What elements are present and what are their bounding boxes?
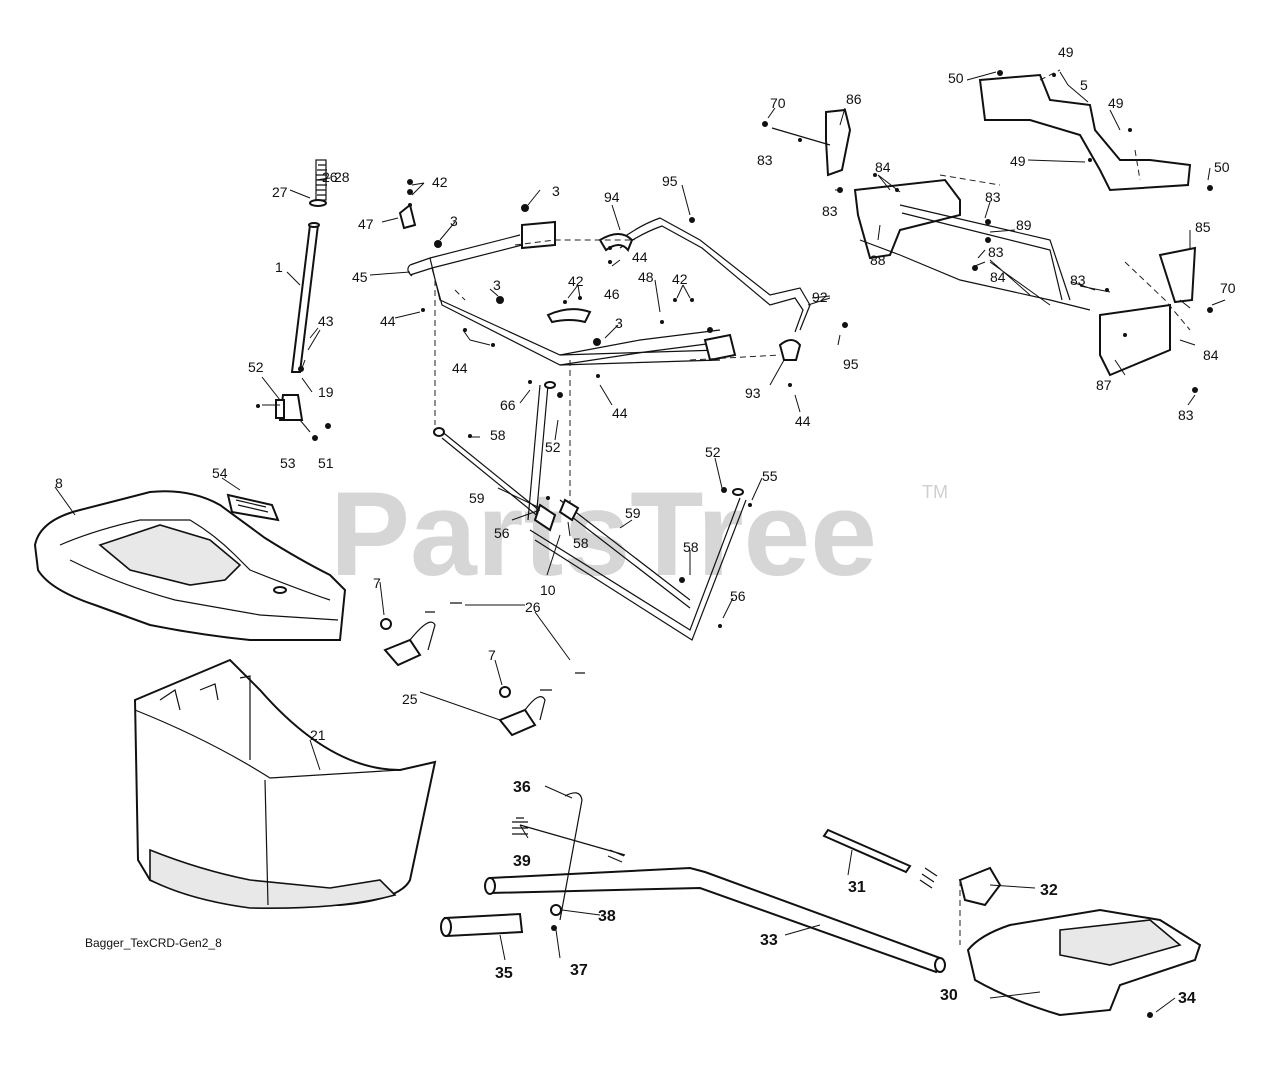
callout-39: 39 [513,853,531,870]
callout-44: 44 [452,360,468,376]
callout-54: 54 [212,465,228,481]
callout-70: 70 [770,95,786,111]
callout-83: 83 [985,189,1001,205]
leader-lines [54,71,1226,1013]
callout-92: 92 [812,289,828,305]
callout-36: 36 [513,779,531,796]
bag-body [133,658,437,910]
callout-26: 26 [525,599,541,615]
callout-47: 47 [358,216,374,232]
bag-lid [33,490,347,641]
callout-56: 56 [730,588,746,604]
callout-58: 58 [490,427,506,443]
callout-49: 49 [1108,95,1124,111]
bagger-frame [398,203,811,520]
callout-84: 84 [990,269,1006,285]
lift-handle-assembly [440,792,1202,1018]
callout-3: 3 [450,213,458,229]
callout-59: 59 [469,490,485,506]
callout-44: 44 [380,313,396,329]
callout-33: 33 [760,932,778,949]
callout-44: 44 [632,249,648,265]
diagram-caption: Bagger_TexCRD-Gen2_8 [85,936,222,950]
callout-93: 93 [745,385,761,401]
callout-8: 8 [55,475,63,491]
callout-55: 55 [762,468,778,484]
callout-43: 43 [318,313,334,329]
callout-50: 50 [948,70,964,86]
callout-3: 3 [615,315,623,331]
callout-51: 51 [318,455,334,471]
callout-7: 7 [373,575,381,591]
callout-52: 52 [248,359,264,375]
callout-7: 7 [488,647,496,663]
callout-3: 3 [493,277,501,293]
callout-44: 44 [612,405,628,421]
callout-45: 45 [352,269,368,285]
callout-34: 34 [1178,990,1196,1007]
callout-84: 84 [1203,347,1219,363]
mount-brackets [762,69,1213,393]
callout-44: 44 [795,413,811,429]
watermark-trademark: TM [922,482,948,502]
callout-59: 59 [625,505,641,521]
callout-66: 66 [500,397,516,413]
callout-31: 31 [848,879,866,896]
callout-83: 83 [822,203,838,219]
callout-28: 26 [322,169,338,185]
callout-83: 83 [757,152,773,168]
callout-28: 28 [334,169,350,185]
callout-83: 83 [1178,407,1194,423]
callout-86: 86 [846,91,862,107]
callout-95: 95 [662,173,678,189]
callout-1: 1 [275,259,283,275]
watermark: PartsTree TM [330,467,948,601]
callout-70: 70 [1220,280,1236,296]
callout-35: 35 [495,965,513,982]
callout-53: 53 [280,455,296,471]
callout-84: 84 [875,159,891,175]
callout-52: 52 [545,439,561,455]
callout-10: 10 [540,582,556,598]
callout-83: 83 [1070,272,1086,288]
shift-rod-assembly [256,159,331,441]
callout-19: 19 [318,384,334,400]
callout-42: 42 [672,271,688,287]
callout-87: 87 [1096,377,1112,393]
callout-32: 32 [1040,882,1058,899]
callout-89: 89 [1016,217,1032,233]
callout-38: 38 [598,908,616,925]
callout-83: 83 [988,244,1004,260]
lift-links [433,380,752,641]
callout-58: 58 [573,535,589,551]
callout-58: 58 [683,539,699,555]
callout-56: 56 [494,525,510,541]
callout-48: 48 [638,269,654,285]
callout-50: 50 [1214,159,1230,175]
callout-95: 95 [843,356,859,372]
bag-latches [380,602,585,737]
callout-88: 88 [870,252,886,268]
callout-46: 46 [604,286,620,302]
callout-21: 21 [310,727,326,743]
frame-hardware [407,179,848,387]
callout-37: 37 [570,962,588,979]
callout-labels: 1 3 3 3 3 5 7 7 8 10 19 21 25 26 26 27 2… [55,44,1236,1007]
callout-85: 85 [1195,219,1211,235]
callout-30: 30 [940,987,958,1004]
callout-3: 3 [552,183,560,199]
callout-5: 5 [1080,77,1088,93]
callout-52: 52 [705,444,721,460]
callout-94: 94 [604,189,620,205]
callout-25: 25 [402,691,418,707]
callout-49: 49 [1058,44,1074,60]
callout-42: 42 [432,174,448,190]
callout-27: 27 [272,184,288,200]
callout-49: 49 [1010,153,1026,169]
callout-42: 42 [568,273,584,289]
